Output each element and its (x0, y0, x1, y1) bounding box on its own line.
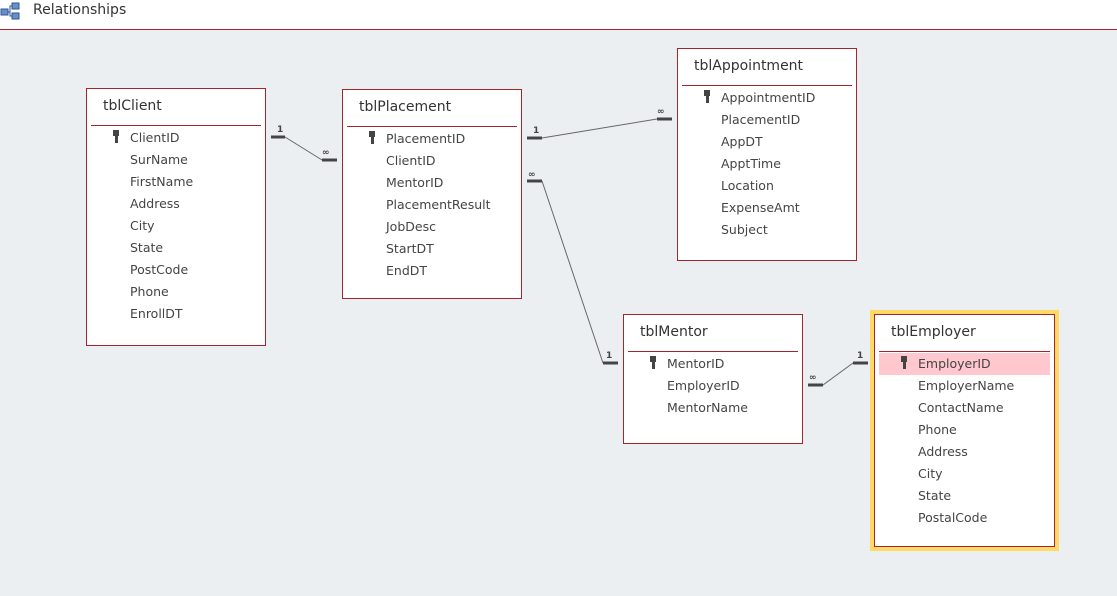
document-tab[interactable]: Relationships (0, 0, 1117, 30)
field-row[interactable]: ClientID (386, 153, 436, 168)
field-row[interactable]: PlacementID (721, 112, 801, 127)
relationship-placement-appointment[interactable] (527, 117, 672, 140)
table-placement[interactable]: tblPlacement PlacementID ClientID Mentor… (342, 89, 522, 299)
many-marker: ∞ (528, 170, 536, 180)
field-row[interactable]: PlacementResult (386, 197, 491, 212)
field-row[interactable]: Phone (130, 284, 169, 299)
one-marker: 1 (606, 351, 613, 361)
field-row[interactable]: Address (918, 444, 968, 459)
relationship-mentor-employer[interactable] (808, 361, 868, 387)
field-row[interactable]: City (130, 218, 155, 233)
divider (879, 351, 1050, 352)
many-marker: ∞ (322, 148, 330, 158)
field-row[interactable]: AppointmentID (682, 87, 852, 109)
divider (347, 126, 517, 127)
key-icon (704, 90, 710, 103)
many-marker: ∞ (809, 373, 817, 383)
relationships-icon (0, 2, 20, 20)
field-row[interactable]: City (918, 466, 943, 481)
relationship-client-placement[interactable] (271, 135, 337, 162)
field-row[interactable]: State (918, 488, 952, 503)
relationship-placement-mentor[interactable] (527, 179, 618, 365)
divider (91, 125, 261, 126)
tab-title: Relationships (33, 2, 127, 18)
divider (682, 85, 852, 86)
one-marker: 1 (533, 126, 540, 136)
field-row[interactable]: ClientID (91, 127, 261, 149)
field-row[interactable]: MentorID (628, 353, 798, 375)
field-row[interactable]: JobDesc (386, 219, 436, 234)
table-title: tblAppointment (694, 58, 804, 74)
field-row[interactable]: FirstName (130, 174, 194, 189)
field-row[interactable]: Address (130, 196, 180, 211)
field-row[interactable]: EmployerID (667, 378, 740, 393)
many-marker: ∞ (657, 107, 665, 117)
table-title: tblMentor (640, 324, 708, 340)
one-marker: 1 (277, 125, 284, 135)
table-employer[interactable]: tblEmployer EmployerID EmployerName Cont… (870, 310, 1059, 551)
table-title: tblEmployer (891, 324, 976, 340)
key-icon (369, 131, 375, 144)
field-row[interactable]: PostalCode (918, 510, 988, 525)
table-title: tblPlacement (359, 99, 452, 115)
field-row[interactable]: MentorName (667, 400, 748, 415)
one-marker: 1 (857, 351, 864, 361)
field-row[interactable]: PostCode (130, 262, 189, 277)
field-row[interactable]: MentorID (386, 175, 444, 190)
field-row[interactable]: Location (721, 178, 774, 193)
field-row[interactable]: SurName (130, 152, 188, 167)
field-row[interactable]: StartDT (386, 241, 434, 256)
field-row[interactable]: ApptTime (721, 156, 781, 171)
field-row[interactable]: AppDT (721, 134, 763, 149)
table-client[interactable]: tblClient ClientID SurName FirstName Add… (86, 88, 266, 346)
field-row[interactable]: EndDT (386, 263, 428, 278)
key-icon (113, 130, 119, 143)
field-row[interactable]: EmployerName (918, 378, 1015, 393)
field-row-selected[interactable]: EmployerID (879, 353, 1050, 375)
table-title: tblClient (103, 98, 162, 114)
field-row[interactable]: Subject (721, 222, 768, 237)
table-mentor[interactable]: tblMentor MentorID EmployerID MentorName (623, 314, 803, 444)
key-icon (901, 356, 907, 369)
divider (628, 351, 798, 352)
field-row[interactable]: ExpenseAmt (721, 200, 800, 215)
field-row[interactable]: State (130, 240, 164, 255)
field-row[interactable]: Phone (918, 422, 957, 437)
key-icon (650, 356, 656, 369)
table-appointment[interactable]: tblAppointment AppointmentID PlacementID… (677, 48, 857, 261)
field-row[interactable]: EnrollDT (130, 306, 183, 321)
field-row[interactable]: ContactName (918, 400, 1004, 415)
field-row[interactable]: PlacementID (347, 128, 517, 150)
